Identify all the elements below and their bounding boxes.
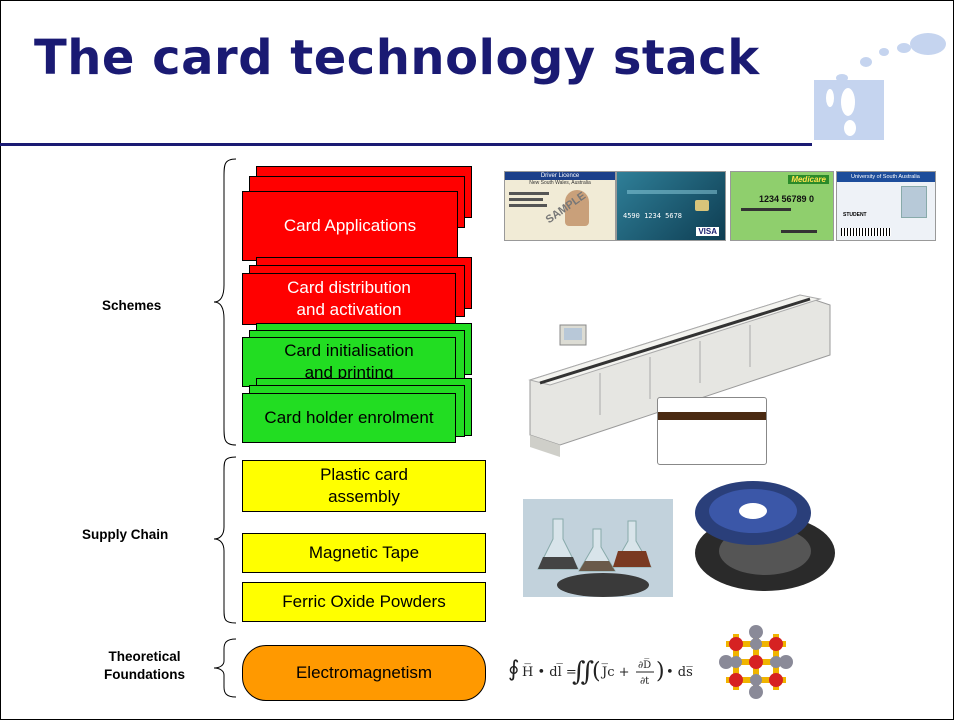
layer-plastic-card-assembly: Plastic card assembly xyxy=(242,460,486,512)
footprints-icon xyxy=(814,33,946,140)
svg-text:∂t: ∂t xyxy=(640,676,649,687)
svg-text:∮: ∮ xyxy=(508,657,519,682)
layer-line: and activation xyxy=(296,300,402,319)
schemes-brace xyxy=(213,158,237,446)
card-printing-machine-image xyxy=(528,294,831,457)
maxwell-equation-image: ∮ H̅ • dl̅ = ∬ ( J̅c + ∂D̅ ∂t ) • ds̅ xyxy=(508,657,693,687)
ferric-oxide-powder-image xyxy=(523,499,673,597)
layer-line: Plastic card xyxy=(320,465,408,484)
group-label-supply-chain: Supply Chain xyxy=(82,527,169,542)
group-label-schemes: Schemes xyxy=(102,298,162,313)
magnetic-tape-reel-image xyxy=(695,481,835,591)
supply-chain-brace xyxy=(213,456,237,624)
layer-card-holder-enrolment: Card holder enrolment xyxy=(242,393,456,443)
layer-electromagnetism: Electromagnetism xyxy=(242,645,486,701)
bank-card-number: 4590 1234 5678 xyxy=(623,212,683,220)
svg-text:∬: ∬ xyxy=(572,657,594,687)
layer-card-distribution: Card distribution and activation xyxy=(242,273,456,325)
layer-line: Card distribution xyxy=(287,278,411,297)
title-rule xyxy=(0,143,812,146)
university-name: University of South Australia xyxy=(837,172,935,182)
medicare-number: 1234 56789 0 xyxy=(759,194,815,204)
layer-card-applications: Card Applications xyxy=(242,191,458,261)
student-id-card-image: University of South Australia STUDENT xyxy=(836,171,936,241)
layer-line: assembly xyxy=(328,487,400,506)
svg-text:J̅c +: J̅c + xyxy=(600,664,630,680)
layer-ferric-oxide-powders: Ferric Oxide Powders xyxy=(242,582,486,622)
licence-subheader: New South Wales, Australia xyxy=(529,180,591,186)
medicare-logo: Medicare xyxy=(788,175,829,184)
magstripe-card-image xyxy=(657,397,767,465)
layer-line: Card initialisation xyxy=(284,341,414,360)
licence-header: Driver Licence xyxy=(505,172,615,180)
bank-card-image: 4590 1234 5678 VISA xyxy=(616,171,726,241)
medicare-card-image: Medicare 1234 56789 0 xyxy=(730,171,834,241)
slide-title: The card technology stack xyxy=(34,30,760,86)
svg-text:∂D̅: ∂D̅ xyxy=(638,659,651,671)
group-label-line: Foundations xyxy=(104,667,185,682)
layer-magnetic-tape: Magnetic Tape xyxy=(242,533,486,573)
student-label: STUDENT xyxy=(843,212,867,218)
crystal-lattice-image xyxy=(719,625,793,699)
layer-line: and printing xyxy=(304,363,394,382)
svg-text:): ) xyxy=(656,659,665,684)
group-label-theoretical-foundations: Theoretical Foundations xyxy=(104,648,185,684)
visa-logo: VISA xyxy=(696,227,719,236)
svg-text:(: ( xyxy=(592,659,601,684)
svg-text:• ds̅: • ds̅ xyxy=(666,665,693,680)
drivers-licence-card-image: Driver Licence New South Wales, Australi… xyxy=(504,171,616,241)
group-label-line: Theoretical xyxy=(108,649,181,664)
theoretical-brace xyxy=(213,638,237,698)
svg-text:H̅ • dl̅ =: H̅ • dl̅ = xyxy=(522,663,577,680)
